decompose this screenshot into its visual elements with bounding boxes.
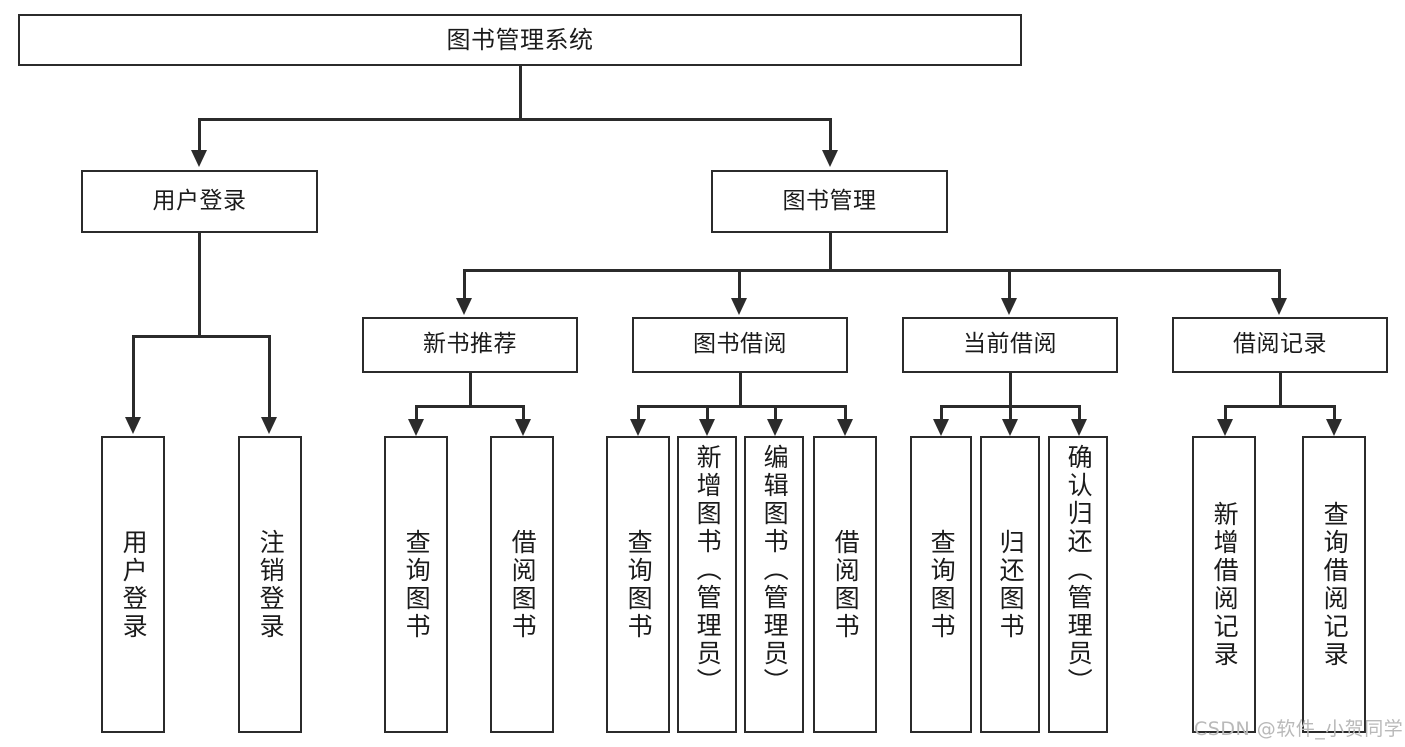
node-book-management[interactable]: 图书管理 (711, 170, 948, 233)
arrowhead-bb-add (699, 419, 715, 436)
node-label: 查询图书 (927, 528, 957, 641)
edge-level3-bus (463, 269, 1280, 272)
arrowhead-user-login (191, 150, 207, 167)
edge-drop-nb-query (415, 405, 418, 419)
node-root-book-management-system[interactable]: 图书管理系统 (18, 14, 1022, 66)
edge-drop-book-borrow (738, 269, 741, 298)
node-book-borrow[interactable]: 图书借阅 (632, 317, 848, 373)
edge-drop-user-login (198, 118, 201, 150)
arrowhead-bb-borrow (837, 419, 853, 436)
edge-current-borrow-stem (1009, 373, 1012, 407)
edge-new-book-stem (469, 373, 472, 407)
edge-drop-bb-edit (774, 405, 777, 419)
edge-drop-bb-borrow (844, 405, 847, 419)
leaf-user-login[interactable]: 用户登录 (101, 436, 165, 733)
edge-drop-new-book-recommend (463, 269, 466, 298)
arrowhead-nb-query (408, 419, 424, 436)
node-label: 新增图书（管理员） (693, 444, 723, 696)
node-label: 新书推荐 (423, 331, 517, 358)
edge-drop-cb-return (1009, 405, 1012, 419)
edge-borrow-record-stem (1279, 373, 1282, 407)
leaf-bb-borrow-book[interactable]: 借阅图书 (813, 436, 877, 733)
edge-user-login-bus (132, 335, 270, 338)
node-label: 确认归还（管理员） (1064, 444, 1094, 696)
node-label: 借阅图书 (831, 528, 861, 641)
edge-drop-borrow-record (1278, 269, 1281, 298)
edge-new-book-bus (415, 405, 525, 408)
edge-drop-br-add (1224, 405, 1227, 419)
node-label: 查询图书 (624, 528, 654, 641)
edge-drop-cb-query (940, 405, 943, 419)
leaf-bb-query-book[interactable]: 查询图书 (606, 436, 670, 733)
arrowhead-cb-query (933, 419, 949, 436)
edge-drop-leaf-user-login (132, 335, 135, 417)
node-user-login[interactable]: 用户登录 (81, 170, 318, 233)
arrowhead-leaf-logout (261, 417, 277, 434)
leaf-br-query-record[interactable]: 查询借阅记录 (1302, 436, 1366, 733)
arrowhead-borrow-record (1271, 298, 1287, 315)
leaf-logout[interactable]: 注销登录 (238, 436, 302, 733)
edge-drop-br-query (1333, 405, 1336, 419)
node-current-borrow[interactable]: 当前借阅 (902, 317, 1118, 373)
node-new-book-recommend[interactable]: 新书推荐 (362, 317, 578, 373)
edge-user-login-stem (198, 233, 201, 337)
arrowhead-nb-borrow (515, 419, 531, 436)
leaf-nb-borrow-book[interactable]: 借阅图书 (490, 436, 554, 733)
edge-book-borrow-bus (637, 405, 847, 408)
arrowhead-new-book-recommend (456, 298, 472, 315)
arrowhead-cb-confirm (1071, 419, 1087, 436)
arrowhead-leaf-user-login (125, 417, 141, 434)
leaf-cb-return-book[interactable]: 归还图书 (980, 436, 1040, 733)
node-label: 注销登录 (256, 528, 286, 641)
leaf-bb-add-book-admin[interactable]: 新增图书（管理员） (677, 436, 737, 733)
node-label: 用户登录 (152, 187, 247, 214)
edge-root-stem (519, 66, 522, 120)
node-label: 用户登录 (119, 528, 149, 641)
leaf-nb-query-book[interactable]: 查询图书 (384, 436, 448, 733)
arrowhead-book-borrow (731, 298, 747, 315)
edge-drop-bb-query (637, 405, 640, 419)
edge-book-borrow-stem (739, 373, 742, 407)
leaf-cb-confirm-return-admin[interactable]: 确认归还（管理员） (1048, 436, 1108, 733)
node-label: 查询图书 (402, 528, 432, 641)
arrowhead-current-borrow (1001, 298, 1017, 315)
edge-drop-book-management (829, 118, 832, 150)
edge-drop-cb-confirm (1078, 405, 1081, 419)
node-label: 查询借阅记录 (1320, 500, 1350, 669)
node-label: 图书借阅 (693, 331, 787, 358)
node-label: 编辑图书（管理员） (760, 444, 790, 696)
edge-drop-leaf-logout (268, 335, 271, 417)
edge-drop-current-borrow (1008, 269, 1011, 298)
node-label: 归还图书 (996, 528, 1026, 641)
edge-book-management-stem (829, 233, 832, 271)
node-label: 当前借阅 (963, 331, 1057, 358)
leaf-bb-edit-book-admin[interactable]: 编辑图书（管理员） (744, 436, 804, 733)
arrowhead-book-management (822, 150, 838, 167)
leaf-cb-query-book[interactable]: 查询图书 (910, 436, 972, 733)
node-label: 借阅记录 (1233, 331, 1327, 358)
node-borrow-record[interactable]: 借阅记录 (1172, 317, 1388, 373)
node-label: 图书管理 (782, 187, 877, 214)
arrowhead-bb-query (630, 419, 646, 436)
edge-drop-bb-add (706, 405, 709, 419)
arrowhead-cb-return (1002, 419, 1018, 436)
node-label: 借阅图书 (508, 528, 538, 641)
arrowhead-br-add (1217, 419, 1233, 436)
edge-drop-nb-borrow (522, 405, 525, 419)
arrowhead-br-query (1326, 419, 1342, 436)
node-label: 新增借阅记录 (1210, 500, 1240, 669)
arrowhead-bb-edit (767, 419, 783, 436)
edge-borrow-record-bus (1224, 405, 1336, 408)
node-label: 图书管理系统 (446, 25, 594, 54)
edge-level2-bus (198, 118, 831, 121)
leaf-br-add-record[interactable]: 新增借阅记录 (1192, 436, 1256, 733)
